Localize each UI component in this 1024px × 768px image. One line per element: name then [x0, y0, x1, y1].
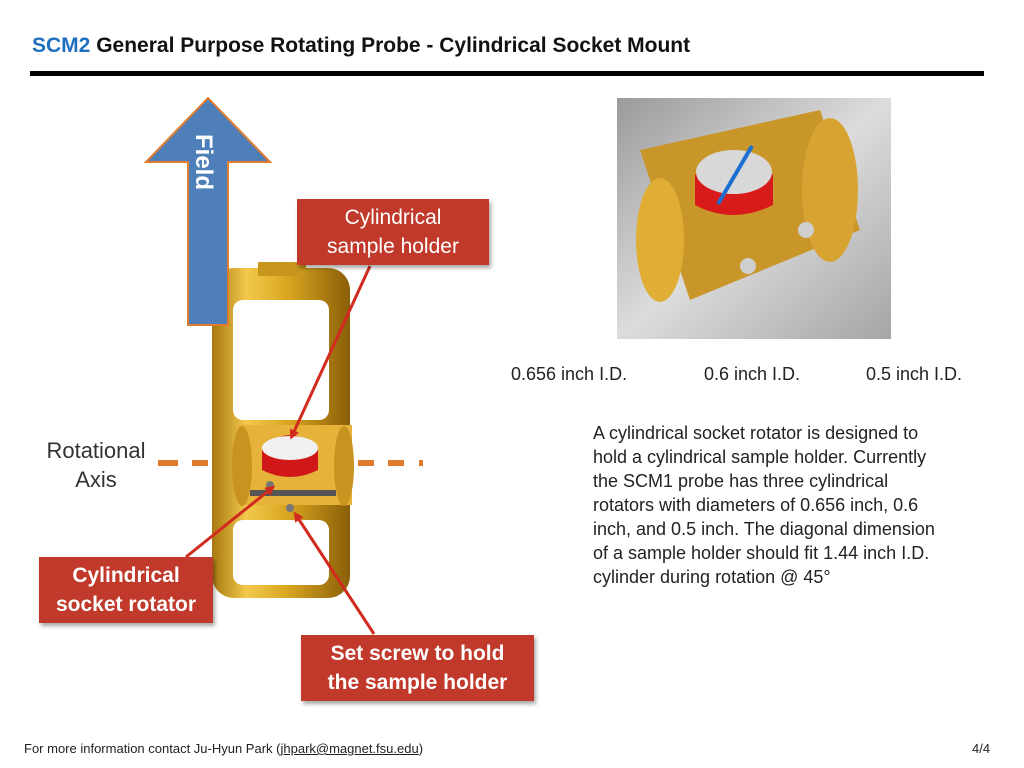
callout-set-screw: Set screw to hold the sample holder — [301, 635, 534, 701]
dimension-05: 0.5 inch I.D. — [866, 364, 963, 384]
axis-label-line1: Rotational — [46, 438, 146, 463]
holder-pointer — [289, 265, 372, 440]
callout-holder-line1: Cylindrical — [344, 206, 442, 229]
callout-rotator-line2: socket rotator — [55, 593, 197, 616]
title-rule — [30, 71, 984, 76]
axis-label-line2: Axis — [75, 467, 117, 492]
title-accent: SCM2 — [32, 34, 91, 57]
callout-pointers — [185, 265, 376, 635]
footer-email-link[interactable]: jhpark@magnet.fsu.edu — [280, 741, 419, 756]
callout-socket-rotator: Cylindrical socket rotator — [39, 557, 213, 623]
description-text: A cylindrical socket rotator is designed… — [593, 423, 935, 587]
field-label: Field — [190, 134, 217, 190]
footer-contact: For more information contact Ju-Hyun Par… — [24, 741, 423, 756]
callout-screw-line1: Set screw to hold — [330, 642, 505, 665]
footer-suffix: ) — [418, 741, 424, 756]
callout-holder-line2: sample holder — [327, 235, 459, 258]
callout-sample-holder: Cylindrical sample holder — [297, 199, 489, 265]
rotational-axis-label: Rotational Axis — [30, 436, 162, 494]
probe-illustration — [212, 262, 354, 598]
page-title: SCM2 General Purpose Rotating Probe - Cy… — [32, 34, 690, 58]
callout-screw-line2: the sample holder — [327, 671, 508, 694]
field-arrow: Field — [143, 96, 273, 326]
screw-pointer — [293, 511, 376, 635]
footer-prefix: For more information contact Ju-Hyun Par… — [24, 741, 281, 756]
rotator-photo — [617, 98, 891, 339]
title-text: General Purpose Rotating Probe - Cylindr… — [96, 34, 691, 57]
rotator-pointer — [185, 485, 276, 559]
dimension-06: 0.6 inch I.D. — [704, 364, 801, 384]
dimension-0656: 0.656 inch I.D. — [511, 364, 628, 384]
callout-rotator-line1: Cylindrical — [72, 564, 180, 587]
page-number: 4/4 — [972, 741, 991, 756]
